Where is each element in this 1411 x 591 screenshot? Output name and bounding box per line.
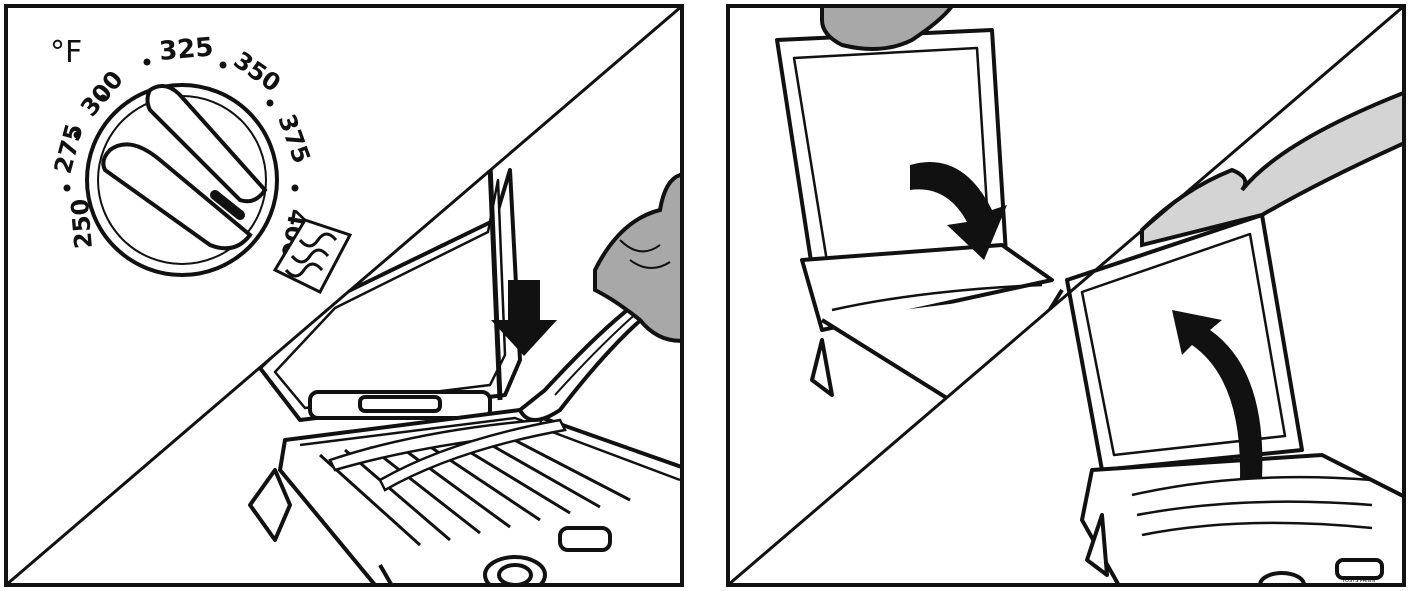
curved-down-arrow-icon bbox=[910, 162, 1007, 260]
grill-open-lid bbox=[248, 164, 682, 585]
dial-indicator bbox=[210, 190, 245, 220]
right-panel: TOSTS PANIN bbox=[722, 0, 1411, 591]
curved-up-arrow-icon bbox=[1172, 310, 1263, 478]
right-panel-frame bbox=[726, 4, 1406, 587]
down-arrow-icon bbox=[491, 280, 557, 356]
tongs-icon bbox=[517, 297, 653, 422]
left-panel: °F 250 275 300 325 350 375 400 bbox=[0, 0, 690, 591]
left-panel-frame bbox=[4, 4, 684, 587]
right-panel-illustration: TOSTS PANIN bbox=[726, 4, 1406, 587]
left-panel-illustration: °F 250 275 300 325 350 375 400 bbox=[4, 4, 684, 587]
grill-button-label-right: PANIN bbox=[1360, 578, 1375, 584]
dial-mark-325: 325 bbox=[158, 32, 215, 67]
hand-icon bbox=[1140, 90, 1404, 248]
oven-mitt-icon bbox=[820, 6, 955, 51]
temperature-dial bbox=[63, 58, 299, 277]
dial-mark-250: 250 bbox=[66, 198, 98, 250]
bacon-strips bbox=[328, 418, 567, 492]
diagonal-divider bbox=[728, 6, 1404, 585]
bacon-icon bbox=[272, 218, 353, 294]
grill-button-label-left: TOSTS bbox=[1341, 578, 1358, 584]
oven-mitt-icon bbox=[593, 173, 682, 343]
dial-unit-label: °F bbox=[50, 35, 82, 70]
